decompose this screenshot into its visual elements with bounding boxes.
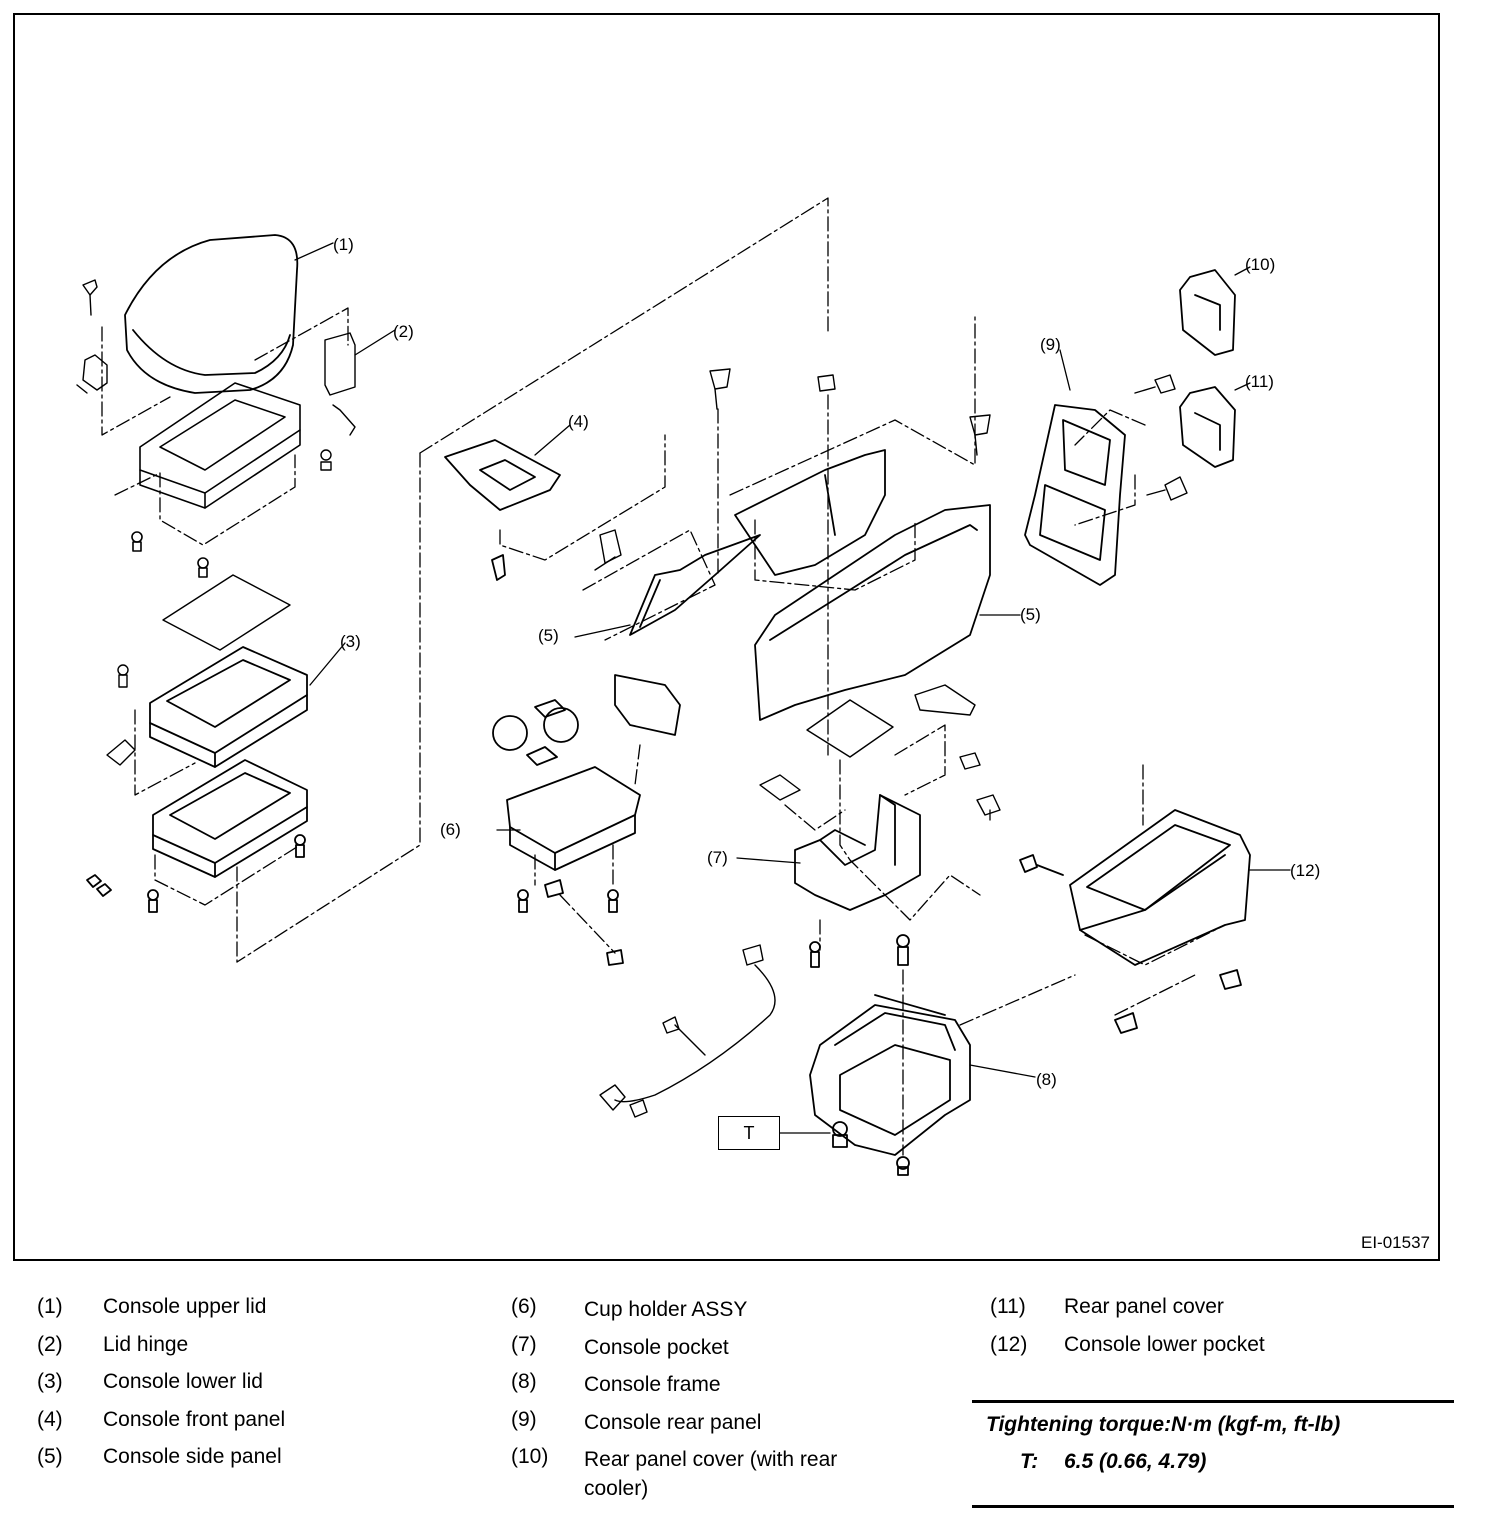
legend-item: (10) Rear panel cover (with rear cooler): [511, 1445, 951, 1500]
console-frame: [809, 934, 971, 1176]
legend-item: (2) Lid hinge: [37, 1333, 477, 1371]
console-upper-lid: [124, 234, 299, 394]
legend-item: (11) Rear panel cover: [990, 1295, 1470, 1333]
side-screws: [594, 368, 991, 571]
legend-item: (6) Cup holder ASSY: [511, 1295, 951, 1333]
console-rear-panel: [1024, 404, 1126, 586]
callout-5-right: (5): [1020, 605, 1041, 624]
lid-hinge: [320, 332, 356, 471]
torque-marker-box: T: [718, 1116, 780, 1150]
torque-key: T:: [1020, 1450, 1039, 1473]
legend-label: Console rear panel: [584, 1410, 762, 1434]
console-side-panel-right: [734, 449, 991, 721]
legend-label: Lid hinge: [103, 1332, 189, 1356]
callout-2: (2): [393, 322, 414, 341]
legend-item: (1) Console upper lid: [37, 1295, 477, 1333]
legend-number: (4): [37, 1407, 63, 1431]
legend-item: (3) Console lower lid: [37, 1370, 477, 1408]
lower-lid-screw: [106, 664, 136, 766]
legend-number: (5): [37, 1445, 63, 1468]
legend-number: (6): [511, 1295, 537, 1318]
legend-number: (7): [511, 1332, 537, 1356]
console-lower-lid: [149, 646, 308, 768]
legend-label: Console lower lid: [103, 1370, 263, 1393]
callout-12: (12): [1290, 861, 1320, 880]
torque-title: Tightening torque:N·m (kgf-m, ft-lb): [986, 1413, 1341, 1436]
legend-item: (7) Console pocket: [511, 1333, 951, 1371]
legend-label: Console front panel: [103, 1407, 286, 1431]
legend-label: Console frame: [584, 1373, 721, 1396]
cup-holder-assy: [492, 674, 681, 966]
callout-3: (3): [340, 632, 361, 651]
legend-number: (8): [511, 1370, 537, 1393]
legend-number: (9): [511, 1407, 537, 1431]
upper-lid-clip: [76, 279, 108, 394]
legend-label: Console pocket: [584, 1335, 729, 1359]
figure-id: EI-01537: [1361, 1233, 1430, 1252]
torque-value: 6.5 (0.66, 4.79): [1064, 1450, 1207, 1473]
legend-item: (12) Console lower pocket: [990, 1333, 1470, 1371]
console-pocket: [794, 794, 921, 968]
legend-item: (9) Console rear panel: [511, 1408, 951, 1446]
legend-number: (2): [37, 1332, 63, 1356]
lid-pad: [162, 574, 291, 651]
rear-panel-cover-with-cooler: [1179, 269, 1236, 356]
legend-label: Rear panel cover (with rear cooler): [584, 1448, 838, 1500]
callout-8: (8): [1036, 1070, 1057, 1089]
legend-item: (8) Console frame: [511, 1370, 951, 1408]
console-lower-pocket: [1019, 809, 1251, 1034]
callout-9: (9): [1040, 335, 1061, 354]
rear-panel-cover: [1179, 386, 1236, 468]
console-front-panel: [444, 439, 561, 581]
legend-number: (11): [990, 1295, 1026, 1318]
pocket-pads: [759, 684, 1001, 816]
legend-column-2: (6) Cup holder ASSY (7) Console pocket (…: [511, 1295, 951, 1500]
legend-number: (1): [37, 1295, 63, 1318]
callout-4: (4): [568, 412, 589, 431]
callout-7: (7): [707, 848, 728, 867]
callout-1: (1): [333, 235, 354, 254]
exploded-diagram-frame: (1) (2) (3) (4) (5) (5) (6) (7) (8) (9) …: [13, 13, 1440, 1261]
legend-column-3: (11) Rear panel cover (12) Console lower…: [990, 1295, 1470, 1370]
legend-label: Console upper lid: [103, 1295, 267, 1318]
legend-column-1: (1) Console upper lid (2) Lid hinge (3) …: [37, 1295, 477, 1483]
console-side-panel-left: [629, 534, 761, 636]
callout-10: (10): [1245, 255, 1275, 274]
callout-11: (11): [1245, 372, 1274, 391]
legend-number: (10): [511, 1445, 549, 1468]
legend-item: (5) Console side panel: [37, 1445, 477, 1483]
legend-label: Rear panel cover: [1064, 1295, 1224, 1318]
callout-leaders: [294, 242, 1291, 1134]
legend-item: (4) Console front panel: [37, 1408, 477, 1446]
callout-5-left: (5): [538, 626, 559, 645]
exploded-view-drawing: (1) (2) (3) (4) (5) (5) (6) (7) (8) (9) …: [76, 197, 1320, 1176]
legend-number: (3): [37, 1370, 63, 1393]
lower-storage-box: [86, 759, 308, 913]
callout-6: (6): [440, 820, 461, 839]
rear-panel-screws: [1134, 374, 1188, 501]
legend-label: Console lower pocket: [1064, 1332, 1265, 1356]
legend-label: Cup holder ASSY: [584, 1298, 748, 1321]
callout-labels: (1) (2) (3) (4) (5) (5) (6) (7) (8) (9) …: [333, 235, 1320, 1089]
upper-lid-frame: [131, 382, 301, 578]
torque-spec-block: Tightening torque:N·m (kgf-m, ft-lb) T: …: [972, 1400, 1454, 1508]
wiring-harness: [599, 944, 776, 1118]
legend-number: (12): [990, 1332, 1028, 1356]
legend-label: Console side panel: [103, 1445, 282, 1468]
